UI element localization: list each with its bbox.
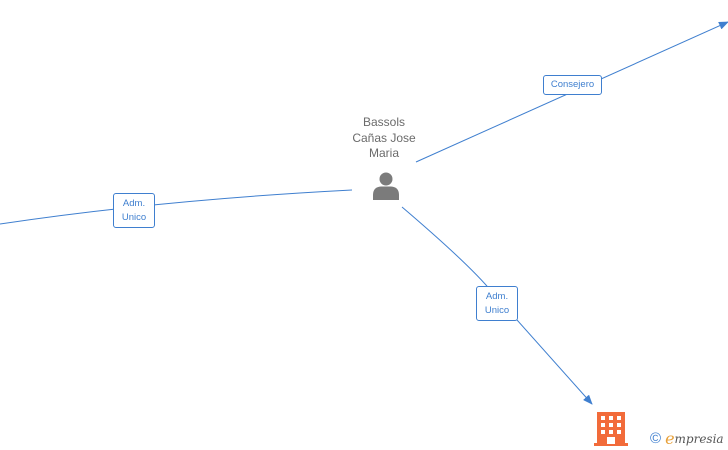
copyright-symbol: ©	[650, 430, 662, 447]
relation-label-text: Adm.	[122, 198, 146, 209]
relation-label-text: Adm.	[485, 291, 509, 302]
person-name: Bassols Cañas Jose Maria	[336, 115, 432, 162]
relation-label-adm-unico-bottom[interactable]: Adm. Unico	[476, 286, 518, 321]
person-icon[interactable]	[370, 170, 402, 202]
person-name-line: Bassols	[362, 115, 406, 129]
brand-name: mpresia	[674, 431, 724, 446]
relation-label-adm-unico-left[interactable]: Adm. Unico	[113, 193, 155, 228]
person-name-line: Maria	[368, 146, 399, 160]
relation-label-text: Unico	[484, 305, 510, 316]
relation-label-text: Consejero	[550, 79, 595, 90]
relation-label-text: Unico	[121, 212, 147, 223]
brand-watermark: ©empresia	[650, 429, 724, 449]
edge-to-left-company	[0, 189, 353, 225]
relation-label-consejero[interactable]: Consejero	[543, 75, 602, 95]
person-name-line: Cañas Jose	[352, 130, 416, 145]
building-icon[interactable]	[594, 410, 628, 446]
brand-logo-mark: e	[665, 429, 675, 448]
